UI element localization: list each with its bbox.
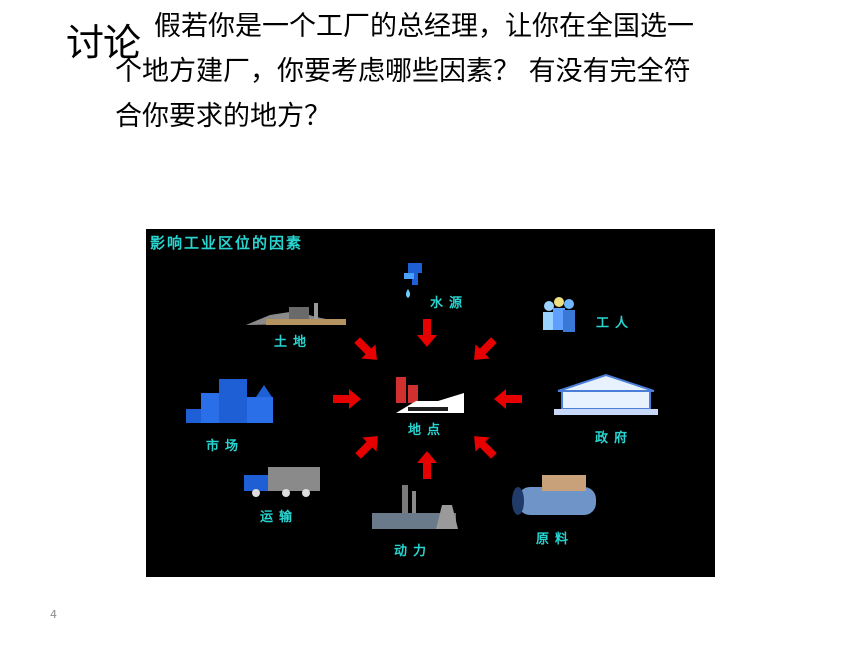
raw-materials-icon	[512, 475, 596, 515]
factor-market-label: 市场	[206, 439, 245, 454]
factor-government-label: 政府	[595, 431, 634, 446]
water-tap-icon	[404, 263, 422, 298]
factors-diagram	[186, 263, 658, 529]
arrow-from-power	[417, 451, 437, 479]
factor-water-label: 水源	[430, 296, 469, 311]
land-icon	[246, 303, 346, 325]
arrow-from-labor	[474, 337, 497, 360]
workers-icon	[543, 297, 575, 332]
page-number: 4	[50, 608, 57, 621]
arrow-from-transport	[355, 436, 378, 459]
government-building-icon	[554, 373, 658, 415]
arrow-from-government	[494, 389, 522, 409]
arrow-from-water	[417, 319, 437, 347]
question-line-1: 假若你是一个工厂的总经理，让你在全国选一	[154, 11, 694, 42]
power-plant-icon	[372, 485, 458, 529]
discussion-label: 讨论	[66, 21, 141, 65]
market-buildings-icon	[186, 379, 273, 423]
factor-labor-label: 工人	[596, 316, 635, 331]
question-line-2: 个地方建厂，你要考虑哪些因素？ 有没有完全符	[115, 56, 691, 87]
arrow-from-land	[354, 337, 377, 360]
arrow-from-raw	[474, 436, 497, 459]
arrow-from-market	[333, 389, 361, 409]
factory-icon	[396, 377, 464, 413]
factor-raw-label: 原料	[536, 532, 575, 547]
factor-land-label: 土地	[274, 335, 313, 350]
discussion-question: 假若你是一个工厂的总经理，让你在全国选一 个地方建厂，你要考虑哪些因素？ 有没有…	[115, 4, 834, 139]
factor-power-label: 动力	[394, 544, 433, 559]
center-location-label: 地点	[408, 423, 447, 438]
location-factors-figure: 影响工业区位的因素 水源 土地 工人 市场 地点 政府 运输 原料 动力	[146, 229, 715, 577]
truck-icon	[244, 467, 320, 497]
question-line-3: 合你要求的地方？	[115, 101, 331, 132]
figure-title: 影响工业区位的因素	[150, 234, 304, 252]
factor-transport-label: 运输	[260, 510, 299, 525]
